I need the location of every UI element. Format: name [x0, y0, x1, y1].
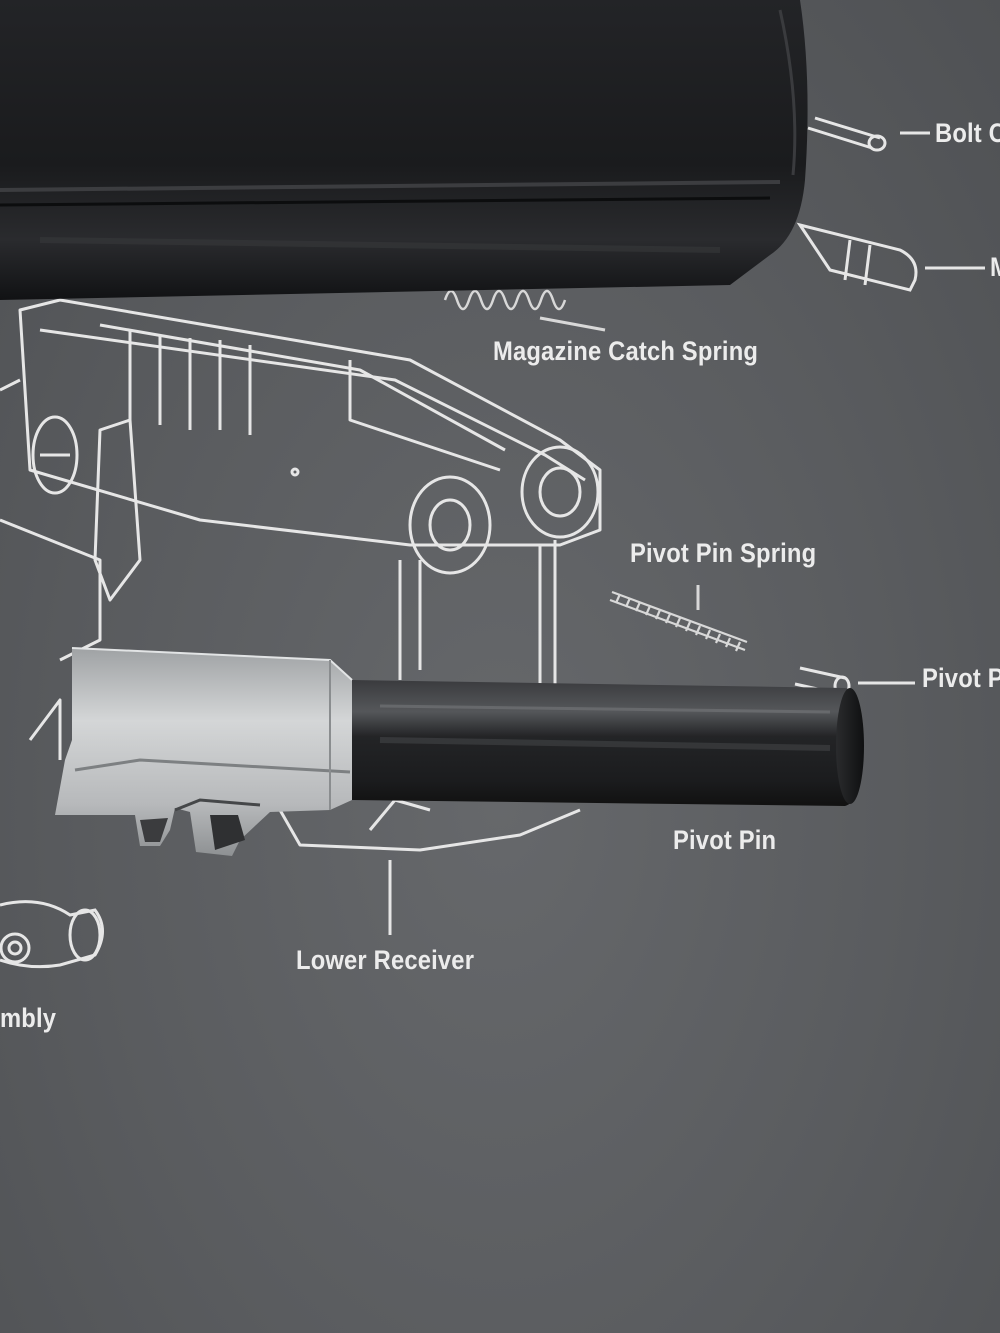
- magazine-catch-spring-drawing: [443, 289, 606, 332]
- label-assembly-partial: mbly: [0, 1003, 57, 1033]
- bolt-catch-pin-drawing: [807, 116, 930, 152]
- pivot-pin-spring-drawing: [609, 585, 748, 652]
- label-bolt-catch: Bolt C: [935, 118, 1000, 148]
- pistol-barrel: [55, 647, 864, 856]
- assembly-part-drawing: [0, 900, 104, 969]
- label-magazine-catch-spring: Magazine Catch Spring: [493, 336, 759, 366]
- label-edge-m: M: [990, 252, 1000, 283]
- black-case: [0, 0, 808, 300]
- label-pivot-partial: Pivot P: [922, 663, 1000, 693]
- magazine-catch-drawing: [796, 222, 985, 292]
- lower-receiver-drawing: [0, 298, 602, 852]
- label-pivot-pin: Pivot Pin: [673, 825, 777, 855]
- label-lower-receiver: Lower Receiver: [296, 945, 475, 975]
- label-pivot-pin-spring: Pivot Pin Spring: [630, 538, 817, 568]
